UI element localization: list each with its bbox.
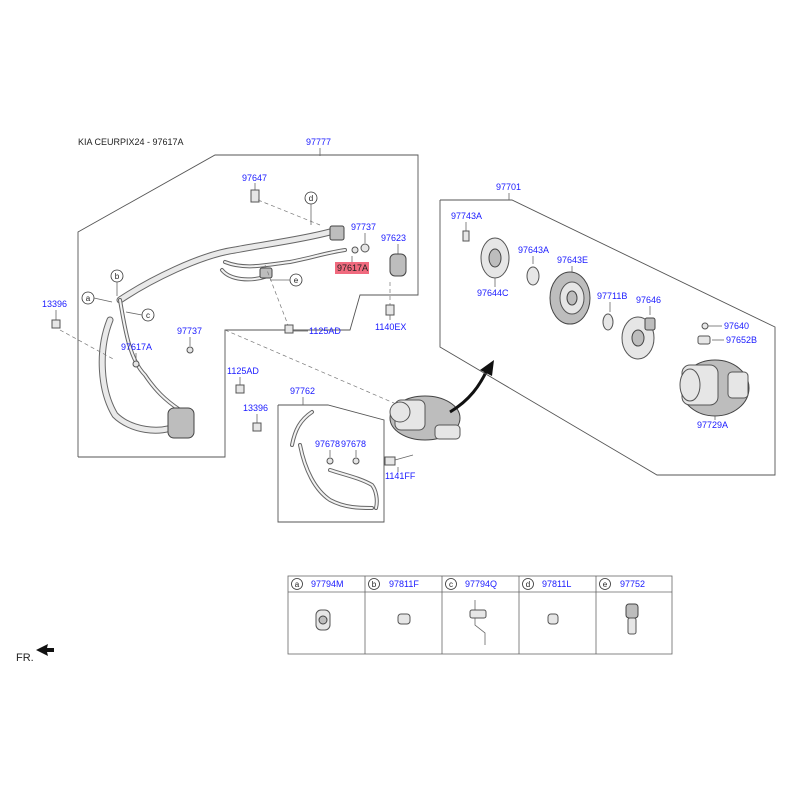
part-number-97678-a[interactable]: 97678 <box>315 439 340 449</box>
legend-part-97811F[interactable]: 97811F <box>389 579 419 589</box>
nut <box>252 422 262 432</box>
bolt <box>235 384 245 394</box>
arrow-icon <box>480 360 494 376</box>
part-icon-97811L <box>547 613 559 625</box>
part-number-97777[interactable]: 97777 <box>306 137 331 147</box>
nut <box>51 319 61 329</box>
o-ring <box>352 457 360 465</box>
part-number-97617A-top[interactable]: 97617A <box>337 263 368 273</box>
compressor-body <box>679 359 750 417</box>
front-arrow-icon <box>36 644 54 656</box>
part-number-97729A[interactable]: 97729A <box>697 420 728 430</box>
hose-fitting <box>259 267 273 279</box>
o-ring <box>132 360 140 368</box>
part-icon-97811F <box>397 613 411 625</box>
bracket <box>697 335 711 345</box>
part-number-97617A-left[interactable]: 97617A <box>121 342 152 352</box>
legend-tag-a-label: a <box>295 580 300 589</box>
compressor-assembled <box>389 395 461 441</box>
part-number-13396-left[interactable]: 13396 <box>42 299 67 309</box>
part-number-97743A[interactable]: 97743A <box>451 211 482 221</box>
callout-a-label: a <box>86 294 91 303</box>
o-ring <box>326 457 334 465</box>
legend-tag-c <box>445 578 457 590</box>
field-coil <box>621 316 656 360</box>
snap-ring <box>526 266 540 286</box>
part-number-97711B[interactable]: 97711B <box>597 291 627 301</box>
legend-part-97794M[interactable]: 97794M <box>311 579 344 589</box>
part-number-97643A[interactable]: 97643A <box>518 245 549 255</box>
part-icon-97752 <box>625 603 639 635</box>
legend-tag-b <box>368 578 380 590</box>
part-icon-97794Q <box>469 600 487 645</box>
legend-tag-a <box>291 578 303 590</box>
snap-ring <box>602 313 614 331</box>
part-number-13396-mid[interactable]: 13396 <box>243 403 268 413</box>
part-number-1140EX[interactable]: 1140EX <box>375 322 406 332</box>
legend-tag-e <box>599 578 611 590</box>
compressor-exploded-frame <box>439 199 776 476</box>
part-number-97623[interactable]: 97623 <box>381 233 406 243</box>
discharge-hose-frame <box>277 404 385 523</box>
hose-assembly-frame <box>77 154 419 458</box>
part-number-97647[interactable]: 97647 <box>242 173 267 183</box>
o-ring <box>186 346 194 354</box>
part-number-1125AD-top[interactable]: 1125AD <box>309 326 341 336</box>
part-icon-97794M <box>315 609 331 631</box>
legend-table <box>287 575 673 655</box>
part-number-97737-mid[interactable]: 97737 <box>177 326 202 336</box>
pulley <box>549 271 591 325</box>
discharge-hose <box>290 410 379 510</box>
legend-tag-d <box>522 578 534 590</box>
muffler <box>167 407 195 439</box>
hose-fitting <box>329 225 345 241</box>
bolt <box>284 324 294 334</box>
legend-tag-e-label: e <box>603 580 608 589</box>
o-ring <box>351 246 359 254</box>
part-number-97737-top[interactable]: 97737 <box>351 222 376 232</box>
pressure-switch <box>389 253 407 277</box>
part-number-97701[interactable]: 97701 <box>496 182 521 192</box>
legend-part-97752[interactable]: 97752 <box>620 579 645 589</box>
callout-e-label: e <box>294 276 299 285</box>
callout-d-label: d <box>309 194 313 203</box>
bolt <box>701 322 709 330</box>
callout-c-label: c <box>146 311 150 320</box>
suction-hose <box>98 225 347 439</box>
diagram-title: KIA CEURPIX24 - 97617A <box>78 137 184 147</box>
o-ring <box>360 243 370 253</box>
bolt <box>384 456 396 466</box>
part-number-97640[interactable]: 97640 <box>724 321 749 331</box>
bolt-97647 <box>250 183 321 226</box>
part-number-97646[interactable]: 97646 <box>636 295 661 305</box>
part-number-97644C[interactable]: 97644C <box>477 288 509 298</box>
legend-tag-c-label: c <box>449 580 453 589</box>
part-number-97652B[interactable]: 97652B <box>726 335 757 345</box>
legend-tag-d-label: d <box>526 580 530 589</box>
part-number-97678-b[interactable]: 97678 <box>341 439 366 449</box>
bolt <box>462 230 470 242</box>
legend-part-97811L[interactable]: 97811L <box>542 579 571 589</box>
legend-part-97794Q[interactable]: 97794Q <box>465 579 497 589</box>
part-number-97643E[interactable]: 97643E <box>557 255 588 265</box>
highlighted-part-97617A <box>335 262 369 274</box>
clutch-hub <box>480 237 510 279</box>
legend-tag-b-label: b <box>372 580 377 589</box>
front-direction-label: FR. <box>16 652 34 664</box>
part-number-97762[interactable]: 97762 <box>290 386 315 396</box>
part-number-1141FF[interactable]: 1141FF <box>385 471 416 481</box>
callout-b-label: b <box>115 272 120 281</box>
part-number-1125AD-mid[interactable]: 1125AD <box>227 366 259 376</box>
